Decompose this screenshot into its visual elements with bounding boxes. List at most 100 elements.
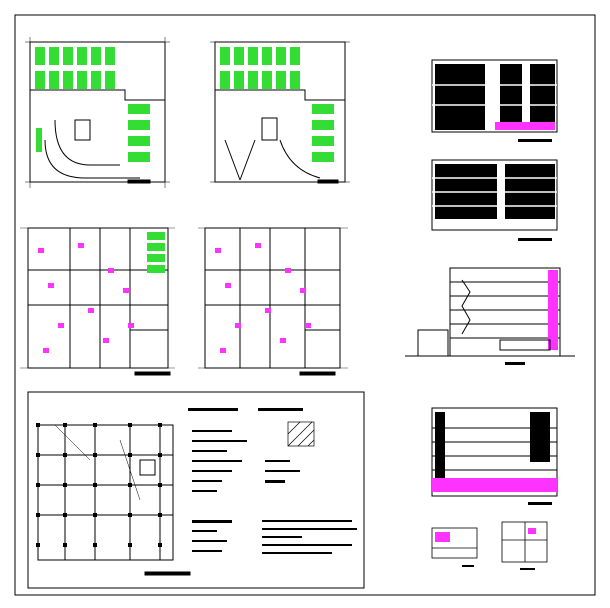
parking-stall [290,47,300,65]
structural-column [128,423,132,427]
structural-column [63,543,67,547]
parking-stall [105,71,115,89]
furniture-mark [305,323,311,328]
floor-plan-2 [198,227,348,376]
parking-stall [220,47,230,65]
furniture-mark [215,248,221,253]
parking-stall [35,71,45,89]
structural-column [128,483,132,487]
detail-sheet-small [431,527,478,567]
furniture-mark [265,308,271,313]
structural-column [36,453,40,457]
structural-column [63,483,67,487]
structural-column [128,513,132,517]
structural-column [36,483,40,487]
parking-stall [128,104,150,114]
parking-plan-2 [210,41,350,184]
furniture-mark [220,348,226,353]
parking-stall [128,152,150,162]
structural-column [158,483,162,487]
parking-stall [312,104,334,114]
parking-stall [248,47,258,65]
furniture-mark [235,323,241,328]
parking-stall [147,232,165,240]
floor-plan-1-furniture [38,243,134,353]
parking-stall [77,47,87,65]
parking-stall [49,71,59,89]
parking-stall [128,136,150,146]
parking-stall [147,265,165,273]
hatch-legend-swatch [287,421,315,447]
parking-plan-1 [25,37,170,188]
structural-column [93,423,97,427]
structural-column [93,453,97,457]
furniture-mark [88,308,94,313]
parking-stall [147,243,165,251]
structural-column [63,423,67,427]
structural-column [158,423,162,427]
furniture-mark [255,243,261,248]
structural-column [63,453,67,457]
structural-column [36,423,40,427]
parking-stall [290,71,300,89]
parking-stall [63,71,73,89]
structural-column [63,513,67,517]
parking-spaces-2 [220,47,334,162]
structural-column [128,453,132,457]
furniture-mark [300,288,306,293]
furniture-mark [108,268,114,273]
furniture-mark [38,248,44,253]
furniture-mark [225,283,231,288]
structural-column [158,453,162,457]
structural-column [158,543,162,547]
parking-stall [49,47,59,65]
parking-stall [220,71,230,89]
parking-stall [276,47,286,65]
furniture-mark [285,268,291,273]
floor-plan-1 [20,227,175,376]
parking-stall [312,120,334,130]
section-b [431,407,558,505]
structural-plan-frame [27,391,365,589]
parking-stall [276,71,286,89]
parking-stall [128,120,150,130]
structural-column [36,543,40,547]
parking-stall [248,71,258,89]
structural-columns [36,423,162,547]
parking-spaces-1 [35,47,150,162]
furniture-mark [280,338,286,343]
parking-stall [36,128,42,152]
furniture-mark [78,243,84,248]
structural-column [93,543,97,547]
structural-column [93,483,97,487]
section-a [405,267,575,365]
detail-sheet-plan [501,521,548,570]
parking-stall [77,71,87,89]
furniture-mark [43,348,49,353]
structural-column [93,513,97,517]
parking-stall [91,47,101,65]
furniture-mark [128,323,134,328]
furniture-mark [103,338,109,343]
structural-column [158,513,162,517]
structural-column [128,543,132,547]
legend-block [188,408,357,554]
parking-stall [105,47,115,65]
elevation-1 [431,59,558,142]
parking-stall [312,152,334,162]
parking-stall [262,47,272,65]
parking-stall [234,47,244,65]
floor-plan-1-parking [147,232,165,273]
parking-stall [35,47,45,65]
sheet-border [14,14,596,596]
parking-stall [262,71,272,89]
furniture-mark [48,283,54,288]
furniture-mark [123,288,129,293]
parking-stall [234,71,244,89]
structural-column [36,513,40,517]
parking-stall [91,71,101,89]
parking-stall [63,47,73,65]
floor-plan-2-furniture [215,243,311,353]
parking-stall [312,136,334,146]
